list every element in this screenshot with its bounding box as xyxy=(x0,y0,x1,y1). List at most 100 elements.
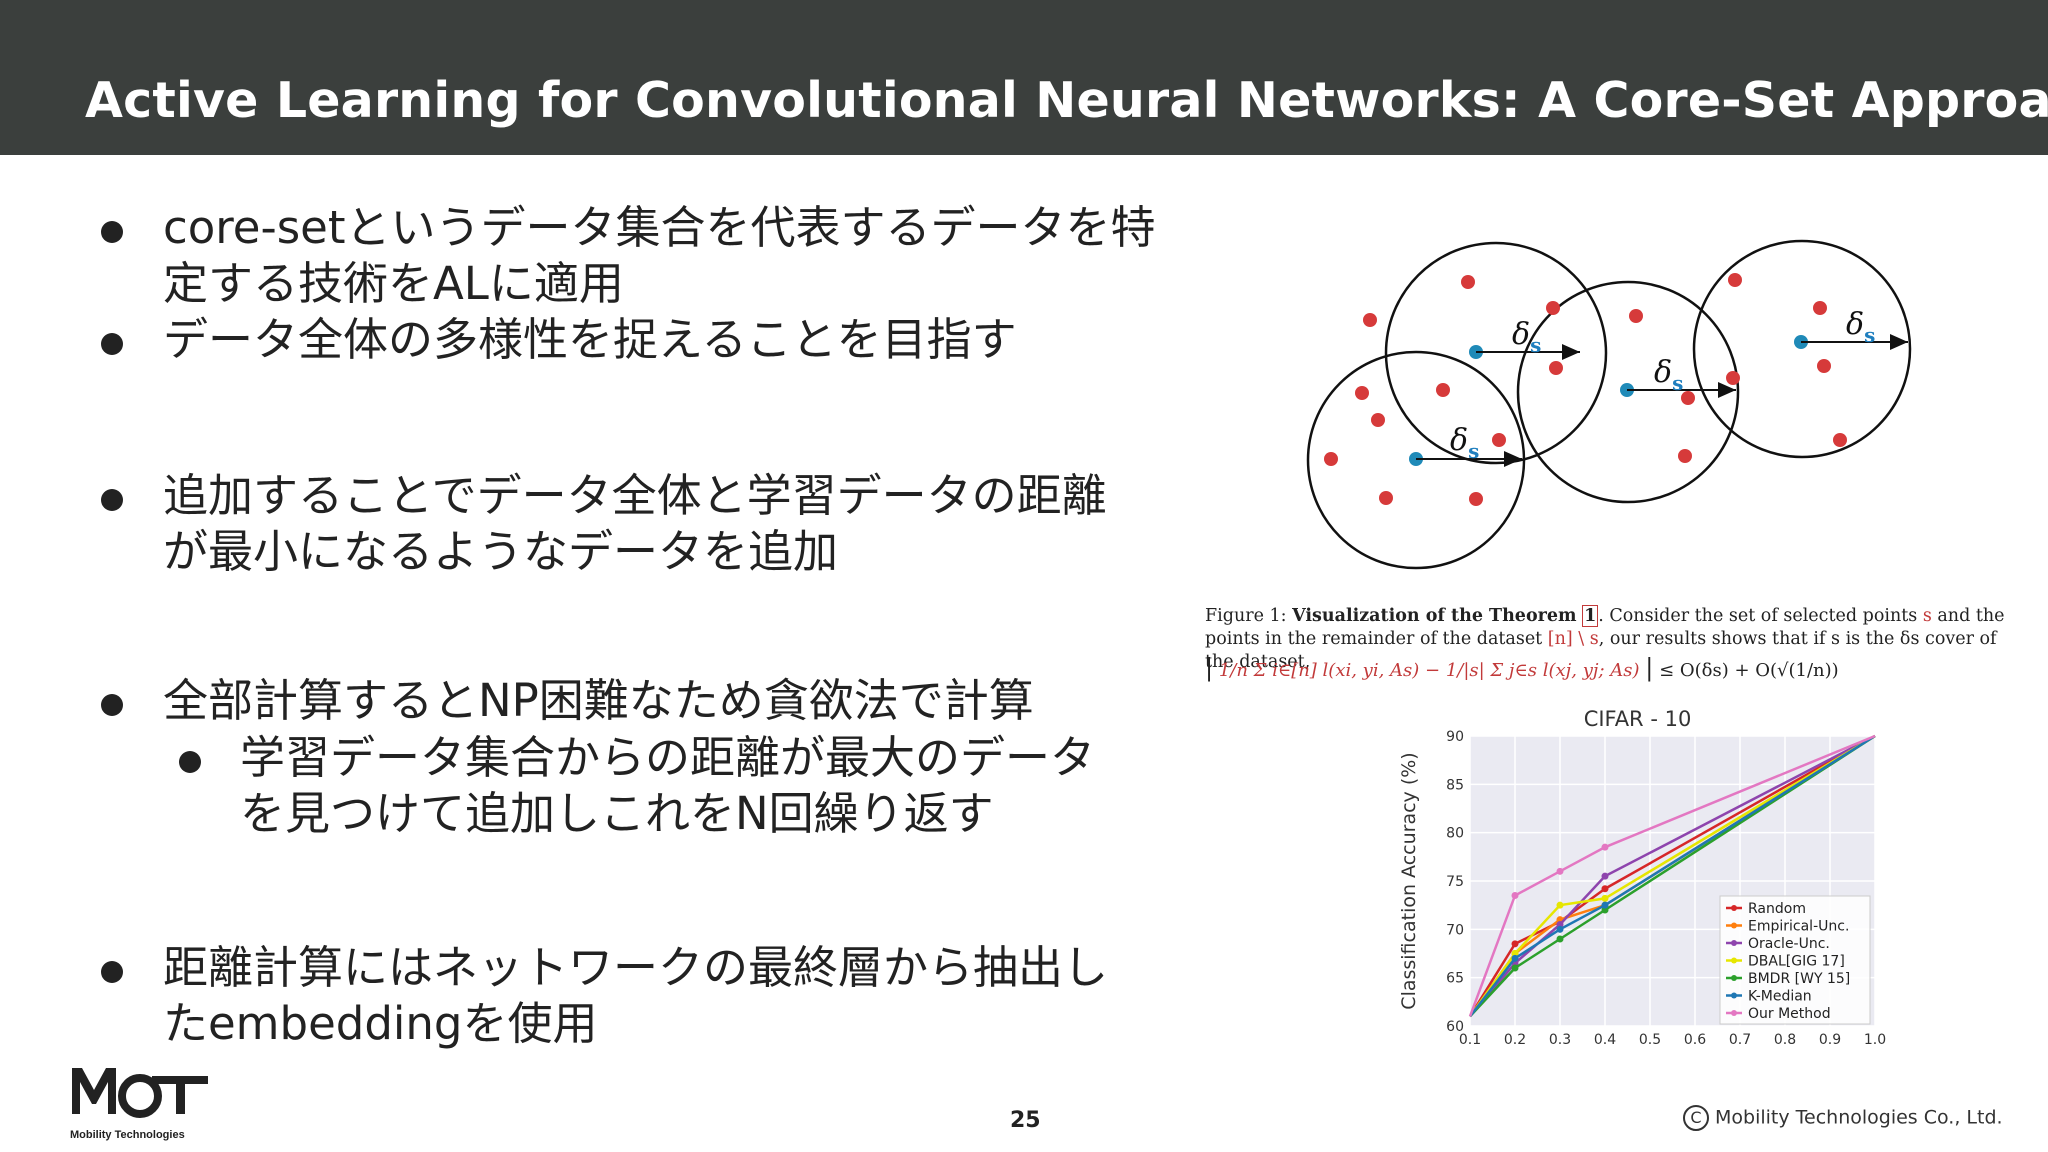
bullet-dot-icon xyxy=(95,673,135,729)
series-point xyxy=(1511,964,1519,972)
page-number: 25 xyxy=(1010,1108,1041,1133)
series-point xyxy=(1556,867,1564,875)
series-point xyxy=(1511,940,1519,948)
y-tick-label: 75 xyxy=(1446,874,1464,890)
y-tick-label: 90 xyxy=(1446,729,1464,745)
legend-marker xyxy=(1731,940,1737,946)
data-point xyxy=(1379,491,1393,505)
data-point xyxy=(1678,449,1692,463)
y-tick-label: 60 xyxy=(1446,1019,1464,1035)
series-point xyxy=(1601,906,1609,914)
delta-label: δs xyxy=(1846,307,1875,347)
data-point xyxy=(1492,433,1506,447)
bullet-line: を見つけて追加しこれをN回繰り返す xyxy=(240,787,994,840)
bullet-dot-icon xyxy=(95,940,135,996)
slide-header: Active Learning for Convolutional Neural… xyxy=(0,0,2048,155)
data-point xyxy=(1549,361,1563,375)
series-point xyxy=(1556,901,1564,909)
slide-title: Active Learning for Convolutional Neural… xyxy=(85,72,2048,129)
series-point xyxy=(1556,935,1564,943)
y-tick-label: 70 xyxy=(1446,922,1464,938)
series-point xyxy=(1511,950,1519,957)
bullet-line: データ全体の多様性を捉えることを目指す xyxy=(163,313,1017,366)
data-point xyxy=(1363,313,1377,327)
delta-label: δs xyxy=(1512,317,1541,357)
series-point xyxy=(1601,872,1609,880)
series-point xyxy=(1601,885,1609,893)
delta-label: δs xyxy=(1450,423,1479,463)
bullet-dot-icon xyxy=(95,200,135,256)
data-point xyxy=(1355,386,1369,400)
bullet-dot-icon xyxy=(95,312,135,368)
data-point xyxy=(1469,492,1483,506)
legend-label: Our Method xyxy=(1748,1006,1831,1022)
data-point xyxy=(1629,309,1643,323)
x-tick-label: 0.4 xyxy=(1594,1032,1616,1048)
x-tick-label: 0.6 xyxy=(1684,1032,1706,1048)
x-tick-label: 0.2 xyxy=(1504,1032,1526,1048)
data-point xyxy=(1726,371,1740,385)
data-point xyxy=(1546,301,1560,315)
series-point xyxy=(1556,925,1564,933)
x-tick-label: 0.9 xyxy=(1819,1032,1841,1048)
data-point xyxy=(1817,359,1831,373)
x-tick-label: 0.7 xyxy=(1729,1032,1751,1048)
x-tick-label: 0.8 xyxy=(1774,1032,1796,1048)
series-point xyxy=(1601,901,1609,909)
x-tick-label: 0.1 xyxy=(1459,1032,1481,1048)
logo-subtitle: Mobility Technologies xyxy=(70,1129,185,1141)
data-point xyxy=(1461,275,1475,289)
bullet-line: 学習データ集合からの距離が最大のデータ xyxy=(240,731,1096,784)
cover-circle xyxy=(1306,350,1526,570)
x-tick-label: 1.0 xyxy=(1864,1032,1886,1048)
legend-label: DBAL[GIG 17] xyxy=(1748,954,1845,970)
legend-label: BMDR [WY 15] xyxy=(1748,971,1850,987)
bullet-line: 追加することでデータ全体と学習データの距離 xyxy=(163,469,1107,522)
legend-marker xyxy=(1731,905,1737,911)
legend-label: K-Median xyxy=(1748,989,1812,1005)
bullet-dot-icon xyxy=(95,468,135,524)
cifar10-chart: 0.1 0.2 0.3 0.4 0.5 0.6 0.7 0.8 0.9 1.0 60 65 70 75 80… xyxy=(1398,707,1886,1048)
bullet-dot-icon xyxy=(173,730,213,786)
cover-circle xyxy=(1692,239,1912,459)
legend-marker xyxy=(1731,957,1737,964)
legend-marker xyxy=(1731,1010,1737,1016)
series-point xyxy=(1601,894,1609,902)
x-tick-label: 0.3 xyxy=(1549,1032,1571,1048)
legend-marker xyxy=(1731,975,1737,981)
series-point xyxy=(1601,843,1609,851)
data-point xyxy=(1371,413,1385,427)
delta-label: δs xyxy=(1654,355,1683,395)
bullet-line: 全部計算するとNP困難なため貪欲法で計算 xyxy=(163,674,1034,727)
y-tick-label: 80 xyxy=(1446,826,1464,842)
series-point xyxy=(1511,892,1519,899)
bullet-line: 距離計算にはネットワークの最終層から抽出し xyxy=(163,941,1109,994)
data-point xyxy=(1324,452,1338,466)
y-tick-label: 85 xyxy=(1446,777,1464,793)
series-point xyxy=(1556,921,1564,928)
theorem-formula: | 1/n Σ i∈[n] l(xi, yi, As) − 1/|s| Σ j∈… xyxy=(1205,654,1839,682)
cover-circle xyxy=(1384,241,1608,465)
bullet-line: が最小になるようなデータを追加 xyxy=(163,525,839,578)
y-tick-label: 65 xyxy=(1446,971,1464,987)
bullet-line: たembeddingを使用 xyxy=(163,997,598,1050)
data-point xyxy=(1681,391,1695,405)
chart-title: CIFAR - 10 xyxy=(1584,707,1692,731)
data-point xyxy=(1728,273,1742,287)
data-point xyxy=(1833,433,1847,447)
legend-label: Random xyxy=(1748,901,1806,917)
legend-box xyxy=(1719,895,1871,1025)
data-point xyxy=(1813,301,1827,315)
bullet-line: core-setというデータ集合を代表するデータを特 xyxy=(163,201,1156,254)
legend-label: Oracle-Unc. xyxy=(1748,936,1830,952)
x-tick-label: 0.5 xyxy=(1639,1032,1661,1048)
figure-caption: Figure 1: Visualization of the Theorem 1… xyxy=(1205,605,2005,672)
legend-marker xyxy=(1731,922,1737,929)
mot-logo: Mobility Technologies xyxy=(70,1068,208,1141)
cover-circle xyxy=(1516,280,1740,504)
legend-label: Empirical-Unc. xyxy=(1748,919,1849,935)
data-point xyxy=(1436,383,1450,397)
series-point xyxy=(1511,954,1519,962)
legend-marker xyxy=(1731,992,1737,999)
